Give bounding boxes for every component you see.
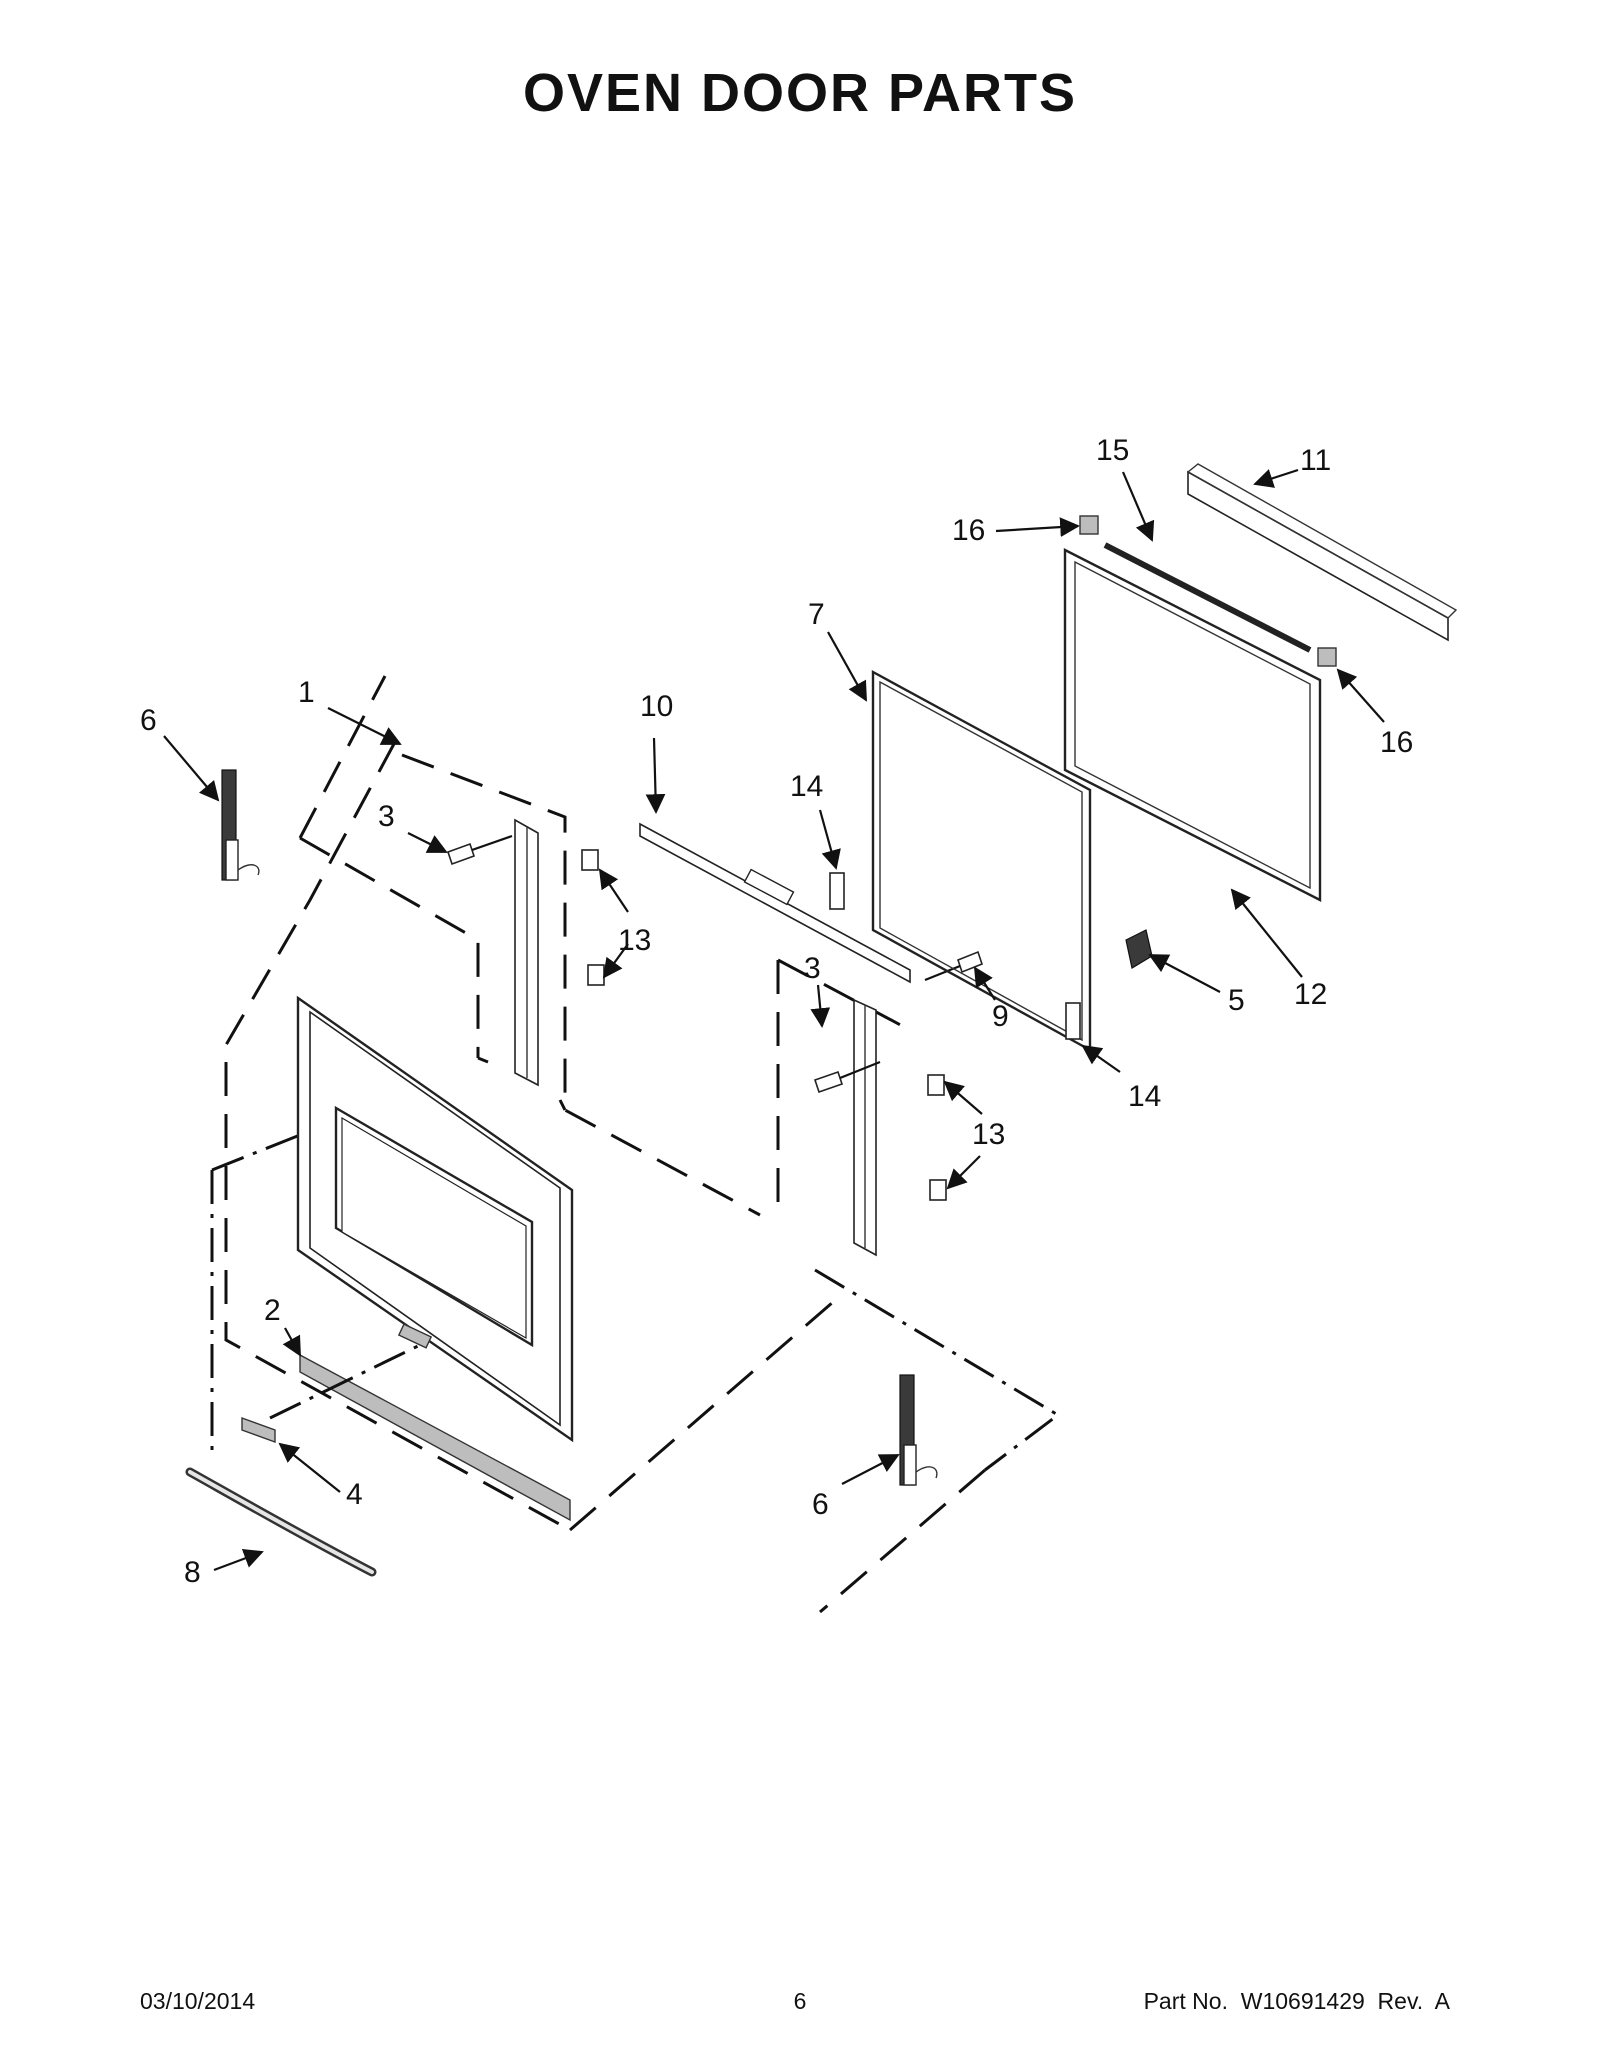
callout-16-left: 16 [952,514,985,547]
callout-14-left: 14 [790,770,823,803]
bottom-trim [299,1353,571,1522]
footer-page-number: 6 [793,1988,807,2014]
badge [241,1343,421,1443]
seal-strip [1103,542,1312,653]
callout-12: 12 [1294,978,1327,1011]
callout-3-right: 3 [804,952,821,985]
top-bracket [639,822,911,984]
spacers [829,872,1081,1040]
callout-16-right: 16 [1380,726,1413,759]
door-handle [185,1467,377,1577]
callout-11: 11 [1300,444,1331,477]
callout-14-right: 14 [1128,1080,1161,1113]
side-channel-left [514,818,539,1087]
outer-door-panel [296,995,574,1443]
footer-date: 03/10/2014 [140,1988,256,2014]
hinge-left [221,769,260,881]
callout-6-left: 6 [140,704,157,737]
footer-part-number: Part No. W10691429 Rev. A [1143,1988,1450,2014]
callout-10: 10 [640,690,673,723]
door-assembly-outline [210,675,1061,1614]
callout-9: 9 [992,1000,1009,1033]
callout-7: 7 [808,598,825,631]
callout-5: 5 [1228,984,1245,1017]
pads [1079,515,1337,667]
top-vent [1186,463,1458,642]
callout-15: 15 [1096,434,1129,467]
screw-left [446,834,513,866]
screw-right [813,1060,881,1094]
callout-4: 4 [346,1478,363,1511]
callout-6-right: 6 [812,1488,829,1521]
page-title: OVEN DOOR PARTS [522,63,1078,123]
inner-glass-frame [871,669,1092,1053]
hinge-right [899,1374,938,1486]
callout-labels: 1 2 3 3 4 5 6 6 7 8 9 10 11 12 13 13 14 … [140,434,1413,1589]
callout-13-right: 13 [972,1118,1005,1151]
callout-13-left: 13 [618,924,651,957]
clips [581,849,947,1201]
callout-3-left: 3 [378,800,395,833]
callout-1: 1 [298,676,315,709]
side-channel-right [853,998,877,1257]
leader-lines [163,468,1385,1572]
bumper [1125,929,1153,969]
inner-glass [1063,548,1322,902]
callout-8: 8 [184,1556,201,1589]
callout-2: 2 [264,1294,281,1327]
